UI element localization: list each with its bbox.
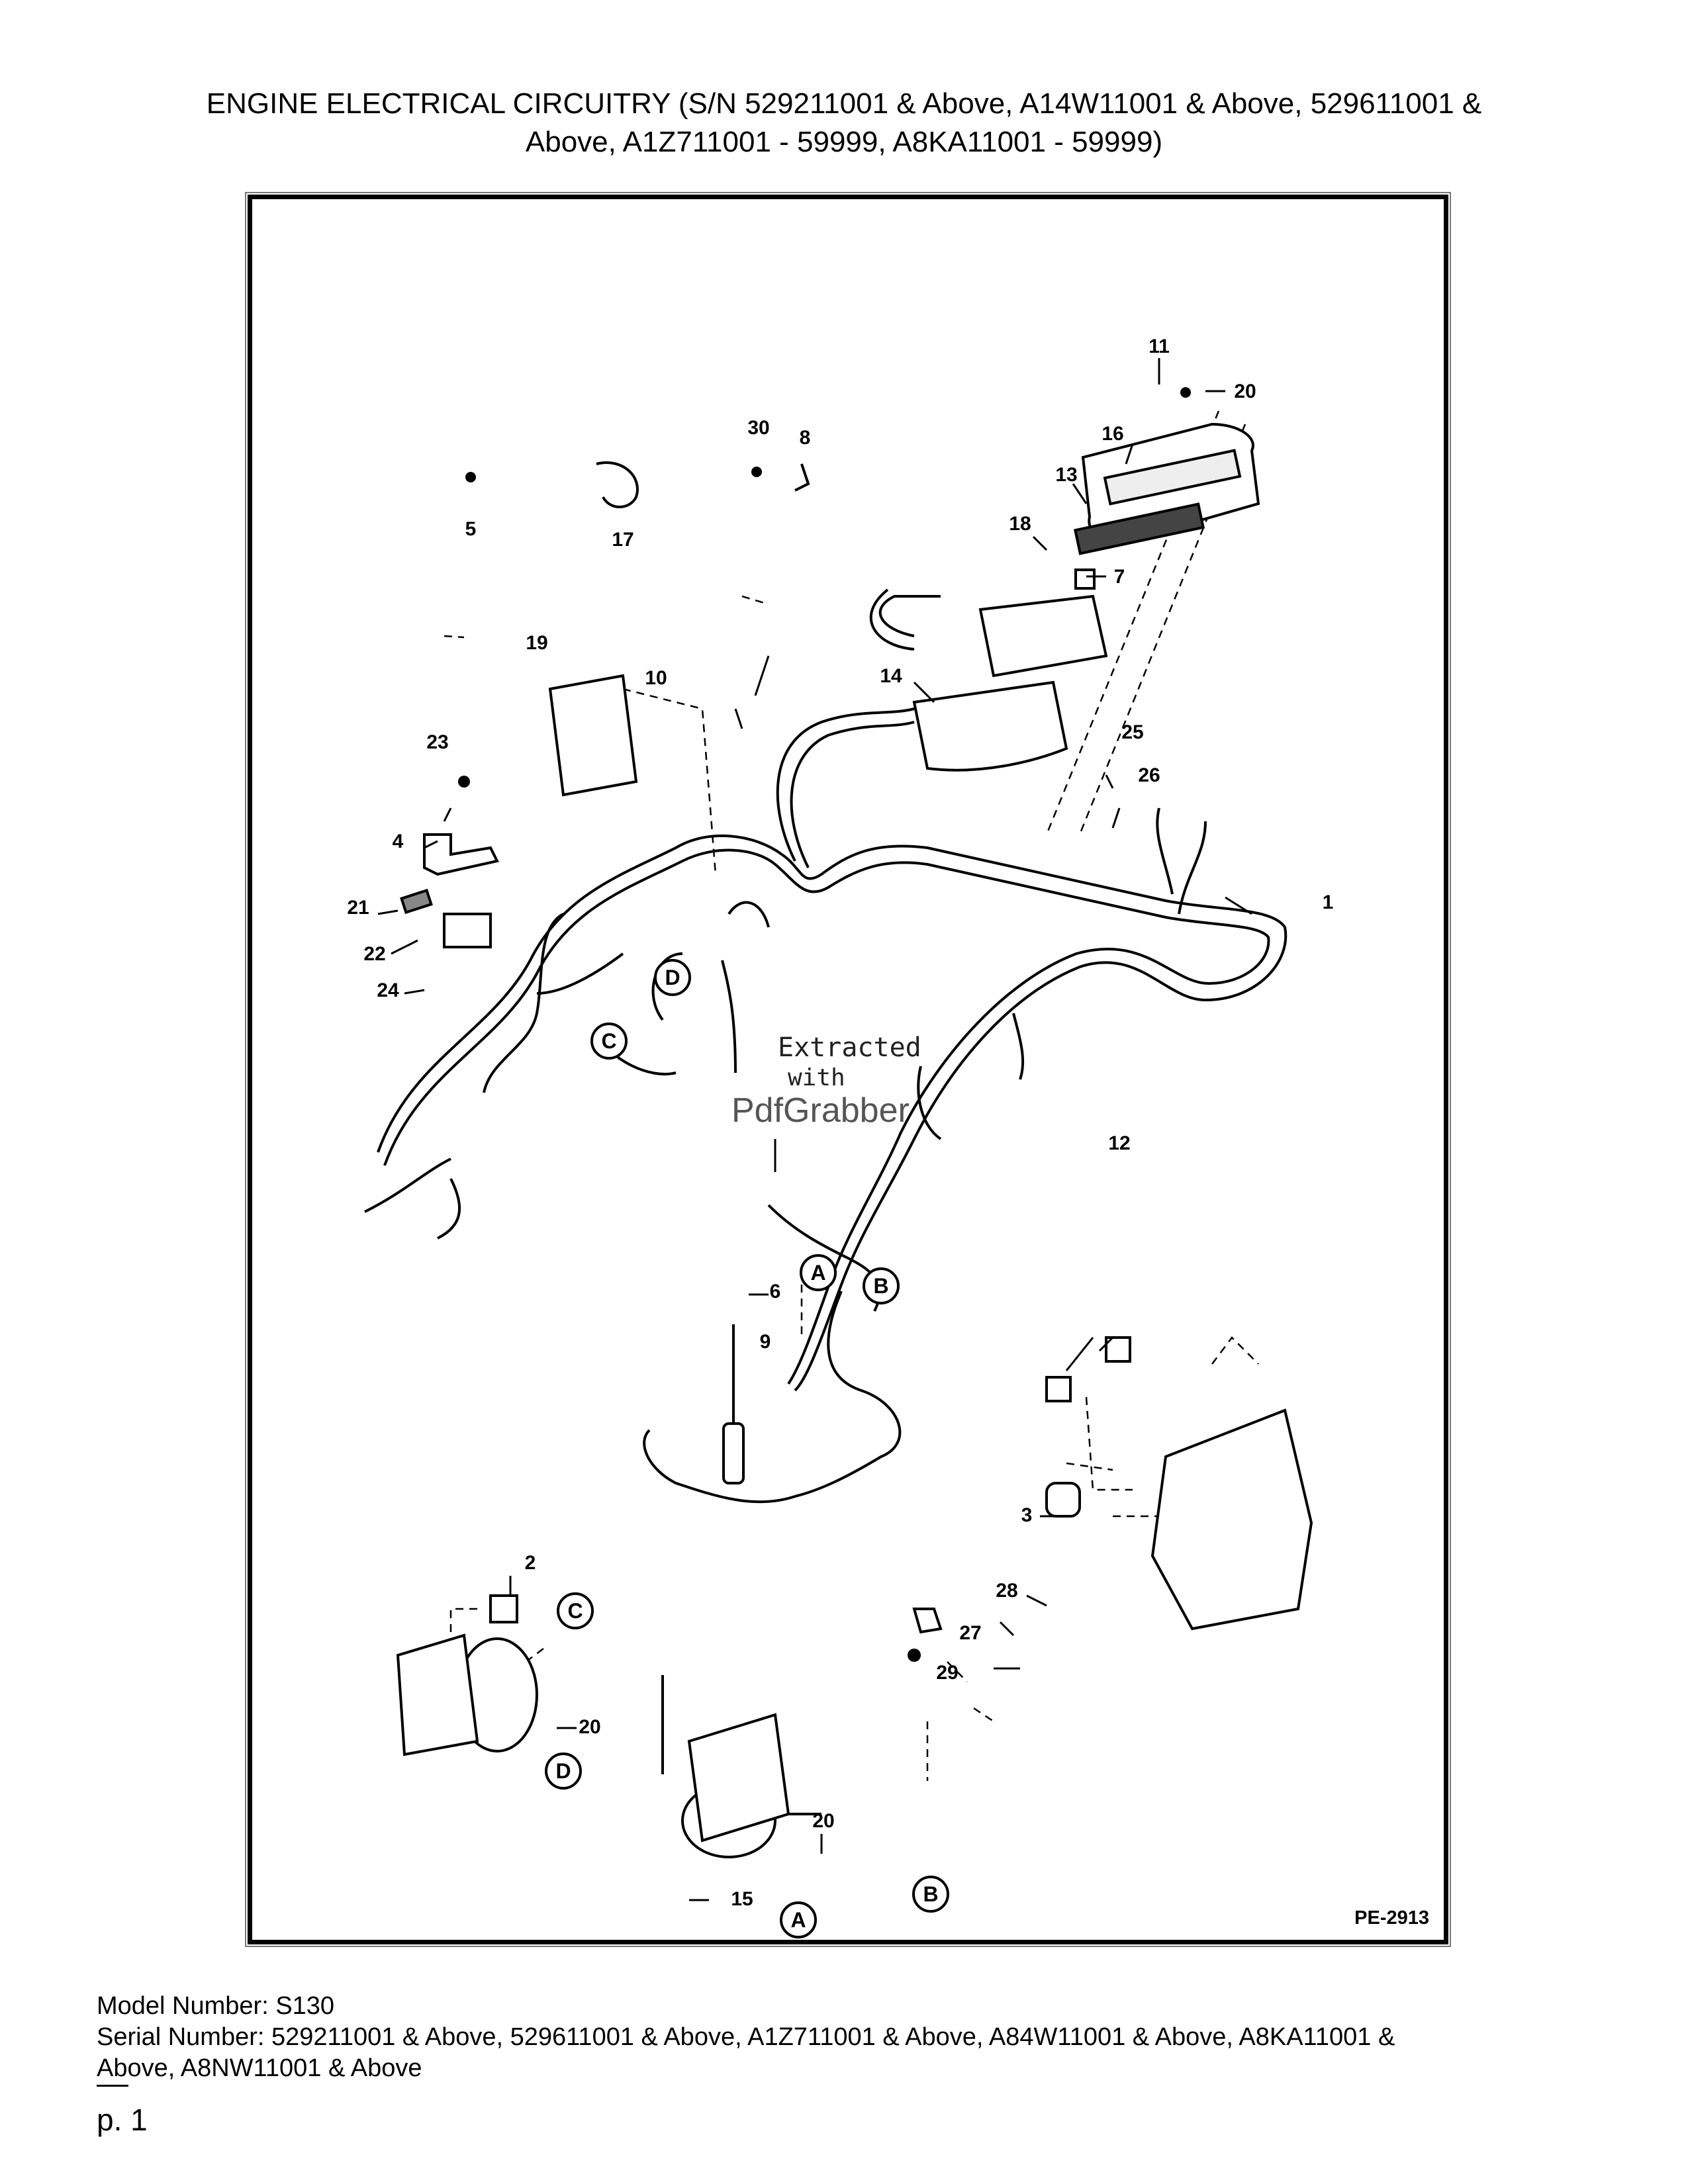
watermark-line-1: Extracted — [778, 1032, 921, 1063]
fuse-panel-13 — [1073, 502, 1205, 555]
nut-24 — [458, 776, 470, 788]
callout-21: 20 — [1234, 381, 1256, 402]
callout-28: 27 — [959, 1622, 981, 1644]
screw-21 — [1180, 387, 1191, 398]
strap-17 — [596, 461, 639, 508]
callout-6: 6 — [770, 1281, 781, 1302]
callout-22: 21 — [347, 897, 369, 919]
relay-7 — [1074, 569, 1096, 590]
callout-11: 11 — [1149, 336, 1170, 357]
connector-d-upper: D — [665, 966, 680, 989]
serial-number-line-2: Above, A8NW11001 & Above — [97, 2054, 422, 2082]
bracket-4 — [423, 833, 499, 876]
connector-b-upper: B — [873, 1274, 888, 1298]
callout-19: 19 — [526, 632, 547, 654]
callout-18: 18 — [1009, 513, 1031, 535]
callout-16: 16 — [1102, 423, 1123, 445]
model-number: Model Number: S130 — [97, 1992, 335, 2020]
connector-a-lower: A — [790, 1908, 806, 1932]
diagram-frame: 11 20 16 13 18 7 14 30 8 5 17 19 10 23 4… — [248, 195, 1448, 1944]
callout-31: 30 — [747, 417, 769, 439]
callout-13: 13 — [1055, 464, 1077, 486]
callout-7: 7 — [1114, 566, 1125, 588]
nut-30 — [908, 1649, 921, 1662]
callout-10: 10 — [645, 667, 667, 689]
title-line-1: ENGINE ELECTRICAL CIRCUITRY (S/N 5292110… — [206, 87, 1482, 120]
wiring-diagram: 11 20 16 13 18 7 14 30 8 5 17 19 10 23 4… — [347, 336, 1334, 1938]
clip-8 — [794, 463, 810, 492]
hydraulic-block — [1150, 1408, 1313, 1631]
watermark: Extracted with PdfGrabber — [731, 1032, 970, 1132]
callout-20-left: 20 — [579, 1716, 600, 1738]
callout-15: 15 — [731, 1888, 753, 1910]
callout-12: 12 — [1108, 1132, 1130, 1154]
watermark-line-2: with — [788, 1064, 845, 1091]
engine-block-left — [396, 1633, 479, 1756]
bracket-28 — [912, 1608, 943, 1634]
title-line-2: Above, A1Z711001 - 59999, A8KA11001 - 59… — [525, 126, 1163, 158]
drawing-id: PE-2913 — [1354, 1907, 1429, 1929]
callout-24: 23 — [426, 731, 448, 753]
screw-5 — [465, 472, 476, 482]
connector-d-lower: D — [555, 1759, 571, 1783]
solenoid-3 — [1045, 1482, 1081, 1518]
callout-1: 1 — [1323, 891, 1334, 913]
fuse-block-10 — [548, 674, 638, 797]
callout-2: 2 — [525, 1552, 536, 1574]
callout-9: 9 — [760, 1331, 771, 1353]
footer: Model Number: S130 Serial Number: 529211… — [97, 1991, 1619, 2084]
seal-16 — [1103, 449, 1242, 506]
callout-17: 17 — [612, 529, 633, 551]
controller-14 — [978, 594, 1108, 678]
connector-c-upper: C — [601, 1029, 616, 1053]
callout-27: 26 — [1138, 764, 1160, 786]
callout-8: 8 — [800, 427, 811, 449]
callout-25: 24 — [377, 979, 399, 1001]
callout-30: 29 — [936, 1662, 958, 1684]
page-title: ENGINE ELECTRICAL CIRCUITRY (S/N 5292110… — [66, 85, 1622, 161]
connector-a-upper: A — [810, 1261, 825, 1285]
sender-2 — [489, 1594, 518, 1623]
callout-14: 14 — [880, 665, 902, 687]
serial-number-line-1: Serial Number: 529211001 & Above, 529611… — [97, 2023, 1395, 2051]
page-number: p. 1 — [97, 2103, 148, 2137]
callout-5: 5 — [465, 518, 477, 540]
callout-4: 4 — [393, 831, 404, 852]
footer-divider — [97, 2085, 128, 2087]
callout-23: 22 — [363, 943, 385, 965]
watermark-logo: PdfGrabber — [731, 1091, 910, 1130]
temp-sender-9 — [722, 1422, 745, 1484]
relay-23 — [443, 913, 492, 948]
callout-3: 3 — [1021, 1504, 1033, 1526]
callout-26: 25 — [1121, 721, 1143, 743]
callout-29: 28 — [996, 1580, 1017, 1602]
label-22 — [400, 888, 433, 915]
screw-31 — [751, 467, 762, 477]
callout-20-bottom: 20 — [812, 1810, 834, 1832]
connector-c-lower: C — [567, 1599, 583, 1623]
connector-b-lower: B — [923, 1882, 938, 1906]
